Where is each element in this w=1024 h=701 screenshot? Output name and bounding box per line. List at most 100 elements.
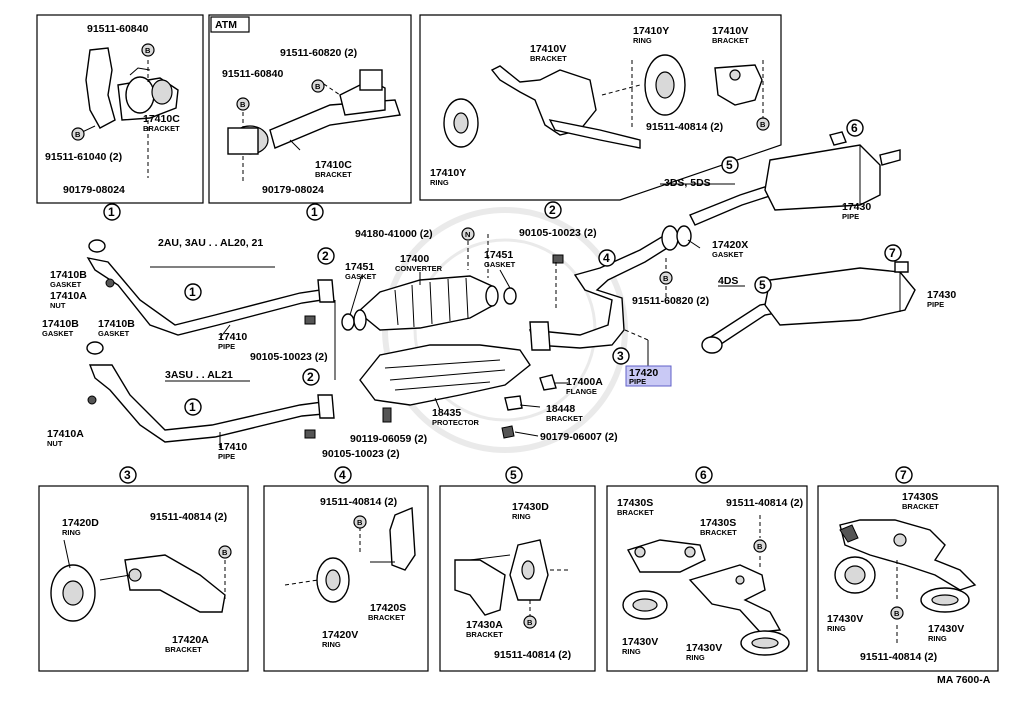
gasket-17420x[interactable] — [676, 225, 692, 247]
detail-box-7 — [817, 485, 999, 672]
svg-text:3: 3 — [124, 468, 131, 482]
protector-18435[interactable] — [359, 344, 531, 406]
desc-gasket-17451-b: GASKET — [484, 260, 516, 269]
bracket-17420a[interactable] — [99, 554, 226, 613]
svg-text:4: 4 — [603, 251, 610, 265]
ring-17430d[interactable] — [509, 539, 549, 601]
tail-pipe-17430-4ds[interactable] — [701, 261, 916, 354]
bracket-17410c-atm[interactable] — [227, 69, 401, 155]
label-90105-10023-a: 90105-10023 (2) — [250, 351, 328, 363]
atm-tag-box — [210, 16, 250, 33]
svg-text:3: 3 — [617, 349, 624, 363]
label-17430d: 17430D — [512, 501, 549, 513]
callout-2-lower: 2 — [302, 368, 320, 386]
svg-text:2: 2 — [307, 370, 314, 384]
svg-text:B: B — [222, 548, 228, 557]
bolt-90105-10023-upper[interactable] — [304, 315, 316, 325]
desc-gasket-17451-a: GASKET — [345, 272, 377, 281]
highlight-17420 — [625, 365, 672, 387]
label-17430v-7a: 17430V — [827, 613, 863, 625]
gasket-17451-left[interactable] — [341, 313, 355, 331]
desc-converter: CONVERTER — [395, 264, 443, 273]
watermark-logo — [382, 207, 628, 453]
atm-tag: ATM — [215, 19, 237, 31]
detail-box-5 — [439, 485, 596, 672]
label-17410a-b: 17410A — [47, 428, 84, 440]
detail-box-3 — [38, 485, 249, 672]
bracket-17430a[interactable] — [454, 554, 511, 616]
ring-17410y[interactable] — [443, 98, 479, 148]
label-17410-upper: 17410 — [218, 331, 247, 343]
bracket-17430s-6b[interactable] — [688, 564, 782, 633]
center-pipe-17420[interactable] — [528, 225, 679, 351]
desc-pipe-17410-lower: PIPE — [218, 452, 235, 461]
front-pipe-17410-lower[interactable] — [86, 341, 335, 443]
label-17430s-6a: 17430S — [617, 497, 653, 509]
nut-17410a-lower[interactable] — [87, 395, 97, 405]
label-18435: 18435 — [432, 407, 461, 419]
label-17410v-a: 17410V — [530, 43, 566, 55]
leader-lines — [150, 183, 745, 448]
svg-text:B: B — [315, 82, 321, 91]
bolt-90105-10023-lower[interactable] — [304, 429, 316, 439]
label-91511-61040: 91511-61040 (2) — [45, 151, 122, 163]
label-17410y-b: 17410Y — [430, 167, 466, 179]
svg-text:2: 2 — [322, 249, 329, 263]
svg-text:B: B — [357, 518, 363, 527]
bracket-18448[interactable] — [504, 395, 523, 411]
svg-text:2: 2 — [549, 203, 556, 217]
b-icon: B — [659, 271, 673, 285]
label-17420v: 17420V — [322, 629, 358, 641]
document-id: MA 7600-A — [937, 674, 991, 686]
desc-gasket-17420x: GASKET — [712, 250, 744, 259]
svg-text:B: B — [757, 542, 763, 551]
label-91511-60840-atm: 91511-60840 — [222, 68, 283, 80]
tail-pipe-17430-3ds5ds[interactable] — [689, 131, 901, 226]
flange-17400a[interactable] — [539, 374, 557, 391]
converter-17400[interactable] — [353, 275, 499, 331]
b-icon: B — [523, 615, 537, 629]
label-17420d: 17420D — [62, 517, 99, 529]
bracket-17430s-6a[interactable] — [626, 539, 706, 573]
desc-ring-17420d: RING — [62, 528, 81, 537]
ring-17420v[interactable] — [316, 557, 350, 603]
bracket-17410c-mt[interactable] — [85, 47, 179, 129]
desc-bracket-17410v-a: BRACKET — [530, 54, 567, 63]
ring-17410y-2[interactable] — [644, 54, 686, 116]
detail-box-6 — [606, 485, 808, 672]
desc-bracket-17430s-6a: BRACKET — [617, 508, 654, 517]
ring-17430v-7b[interactable] — [920, 587, 970, 613]
nut-17410a-upper[interactable] — [105, 278, 115, 288]
svg-text:B: B — [894, 609, 900, 618]
label-91511-40814-6: 91511-40814 (2) — [726, 497, 803, 509]
gasket-17451-right[interactable] — [503, 287, 517, 305]
label-91511-60820-center: 91511-60820 (2) — [632, 295, 709, 307]
svg-text:4: 4 — [339, 468, 346, 482]
svg-text:6: 6 — [700, 468, 707, 482]
nut-90179-06007[interactable] — [501, 425, 515, 439]
svg-text:B: B — [760, 120, 766, 129]
ring-17430v-6a[interactable] — [622, 590, 668, 620]
front-pipe-17410-upper[interactable] — [86, 239, 335, 336]
label-90179-08024-atm: 90179-08024 — [262, 184, 324, 196]
callout-1-atm: 1 — [306, 203, 324, 221]
bracket-17410v-hanger[interactable] — [490, 65, 641, 149]
desc-flange: FLANGE — [566, 387, 597, 396]
b-icon: B — [71, 127, 85, 141]
desc-protector: PROTECTOR — [432, 418, 480, 427]
ring-17430v-7a[interactable] — [834, 556, 876, 594]
bracket-17420s[interactable] — [370, 506, 416, 571]
label-91511-40814-4: 91511-40814 (2) — [320, 496, 397, 508]
bracket-17430s-7[interactable] — [839, 519, 977, 591]
desc-ring-17430v-7a: RING — [827, 624, 846, 633]
bracket-17410v-2[interactable] — [714, 64, 763, 106]
bolt-90105-10023-center[interactable] — [552, 254, 564, 264]
ring-17420d[interactable] — [50, 564, 96, 622]
svg-text:N: N — [465, 230, 470, 239]
n-icon: N — [461, 227, 475, 241]
detail-box-4 — [263, 485, 429, 672]
ring-17430v-6b[interactable] — [740, 630, 790, 656]
label-17420[interactable]: 17420 — [629, 367, 658, 379]
desc-ring-17430v-6b: RING — [686, 653, 705, 662]
bolt-90119-06059[interactable] — [382, 407, 392, 423]
